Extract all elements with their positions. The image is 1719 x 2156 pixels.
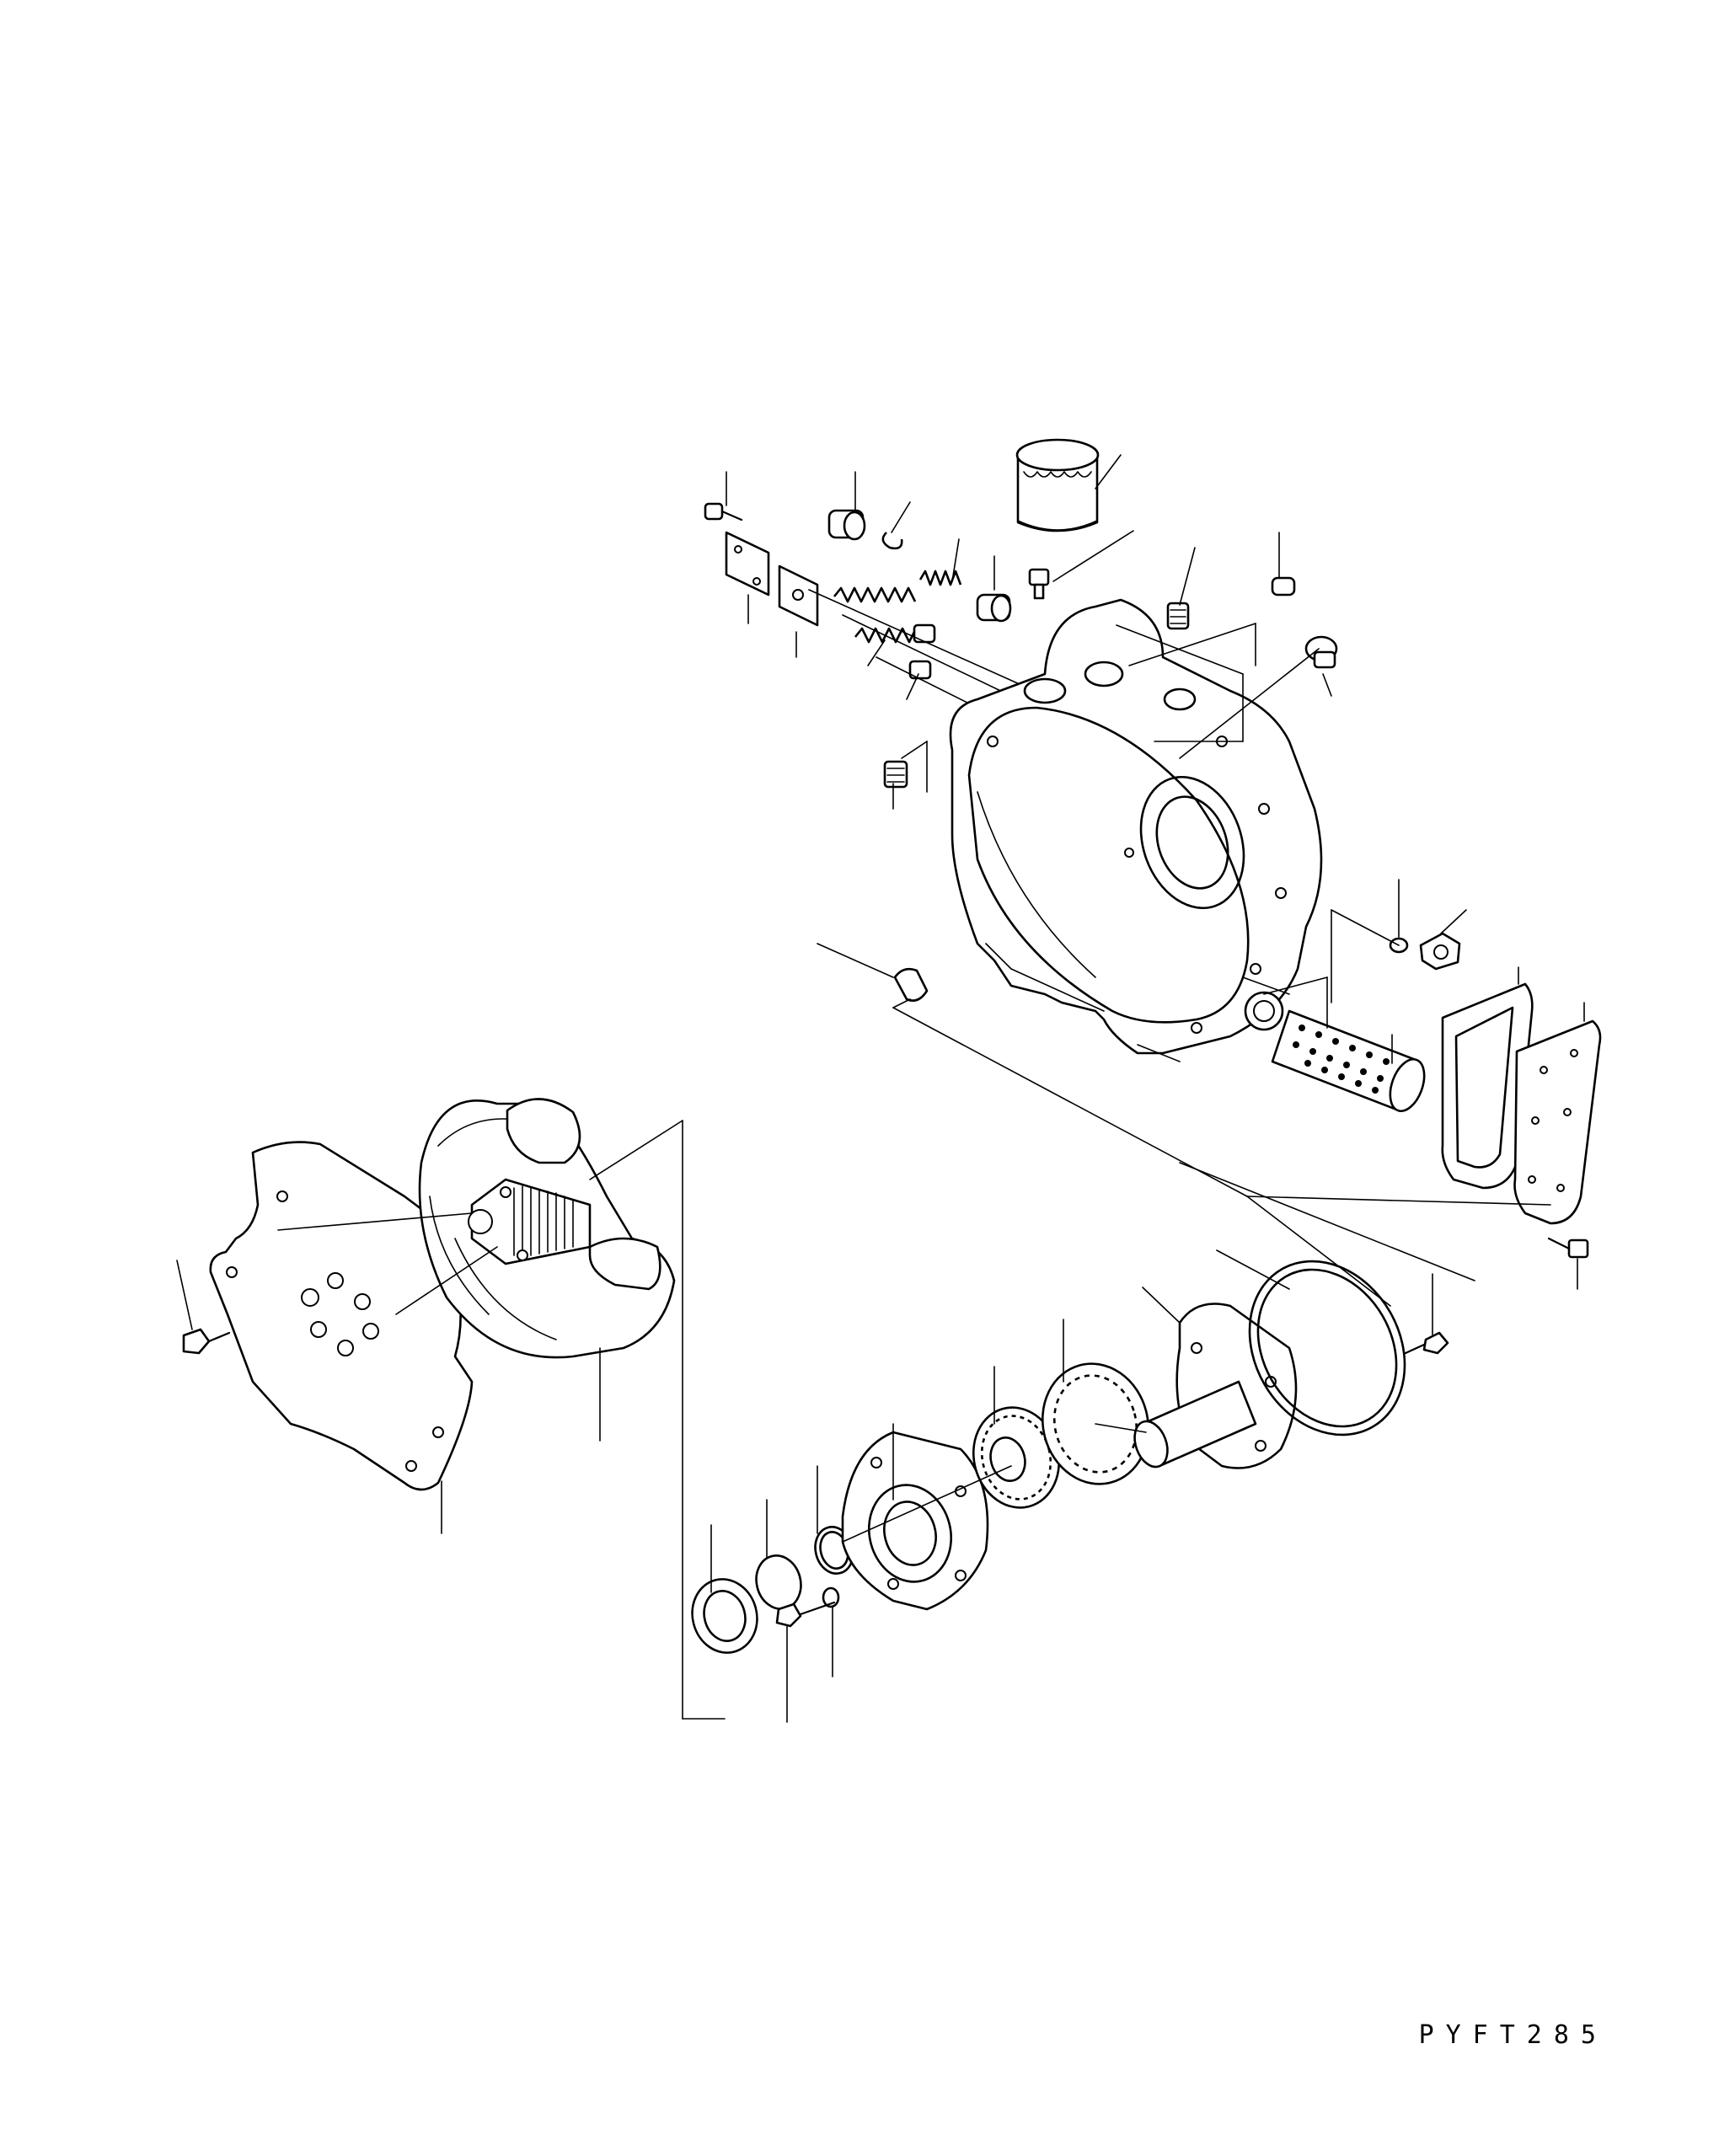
pump-cover-plate[interactable] [751, 1550, 807, 1613]
strainer-cover[interactable] [1513, 1019, 1602, 1225]
small-bolt-valve-cover[interactable] [704, 502, 743, 522]
valve-spring-lower[interactable] [854, 627, 924, 644]
valve-spool-lower[interactable] [908, 660, 932, 680]
transmission-housing[interactable] [949, 598, 1323, 1055]
cover-bolt[interactable] [1547, 1237, 1589, 1259]
oil-strainer[interactable] [1271, 1009, 1431, 1115]
drain-plug[interactable] [1419, 932, 1461, 971]
pump-oil-seal[interactable] [684, 1572, 765, 1661]
plug-left[interactable] [883, 760, 908, 789]
pump-drive-gear[interactable] [962, 1398, 1070, 1517]
valve-spring-upper[interactable] [833, 586, 917, 603]
breather-bolt[interactable] [1028, 568, 1050, 600]
plug-top[interactable] [827, 509, 866, 541]
snap-ring[interactable] [881, 532, 903, 550]
plug-middle[interactable] [976, 593, 1012, 623]
pump-bolt[interactable] [775, 1601, 836, 1628]
drawing-code: PYFT285 [1418, 2020, 1608, 2050]
valve-cover-gasket[interactable] [778, 564, 819, 627]
valve-spring-group [704, 502, 1054, 789]
large-o-ring[interactable] [1219, 1233, 1436, 1463]
stator-shaft[interactable] [1129, 1303, 1298, 1472]
strainer-gasket[interactable] [1441, 982, 1534, 1190]
assembly-lines [277, 623, 1551, 1720]
oil-filter[interactable] [1015, 438, 1100, 532]
flex-plate-bolt[interactable] [182, 1328, 231, 1355]
pump-body[interactable] [841, 1431, 989, 1611]
leader-lines [176, 454, 1585, 1723]
drain-plug-o-ring[interactable] [1389, 937, 1409, 954]
valve-cover-plate[interactable] [725, 531, 770, 597]
plug-right-top[interactable] [1166, 602, 1190, 630]
small-spring-top[interactable] [918, 570, 962, 586]
plug-right[interactable] [1304, 635, 1338, 669]
seal-ring[interactable] [893, 967, 929, 1002]
valve-spool-upper[interactable] [913, 623, 936, 644]
pump-bolt-washer[interactable] [822, 1586, 840, 1608]
stator-bolt[interactable] [1404, 1331, 1449, 1355]
torque-converter[interactable] [418, 1098, 676, 1359]
bolt-right-top[interactable] [1271, 576, 1296, 597]
